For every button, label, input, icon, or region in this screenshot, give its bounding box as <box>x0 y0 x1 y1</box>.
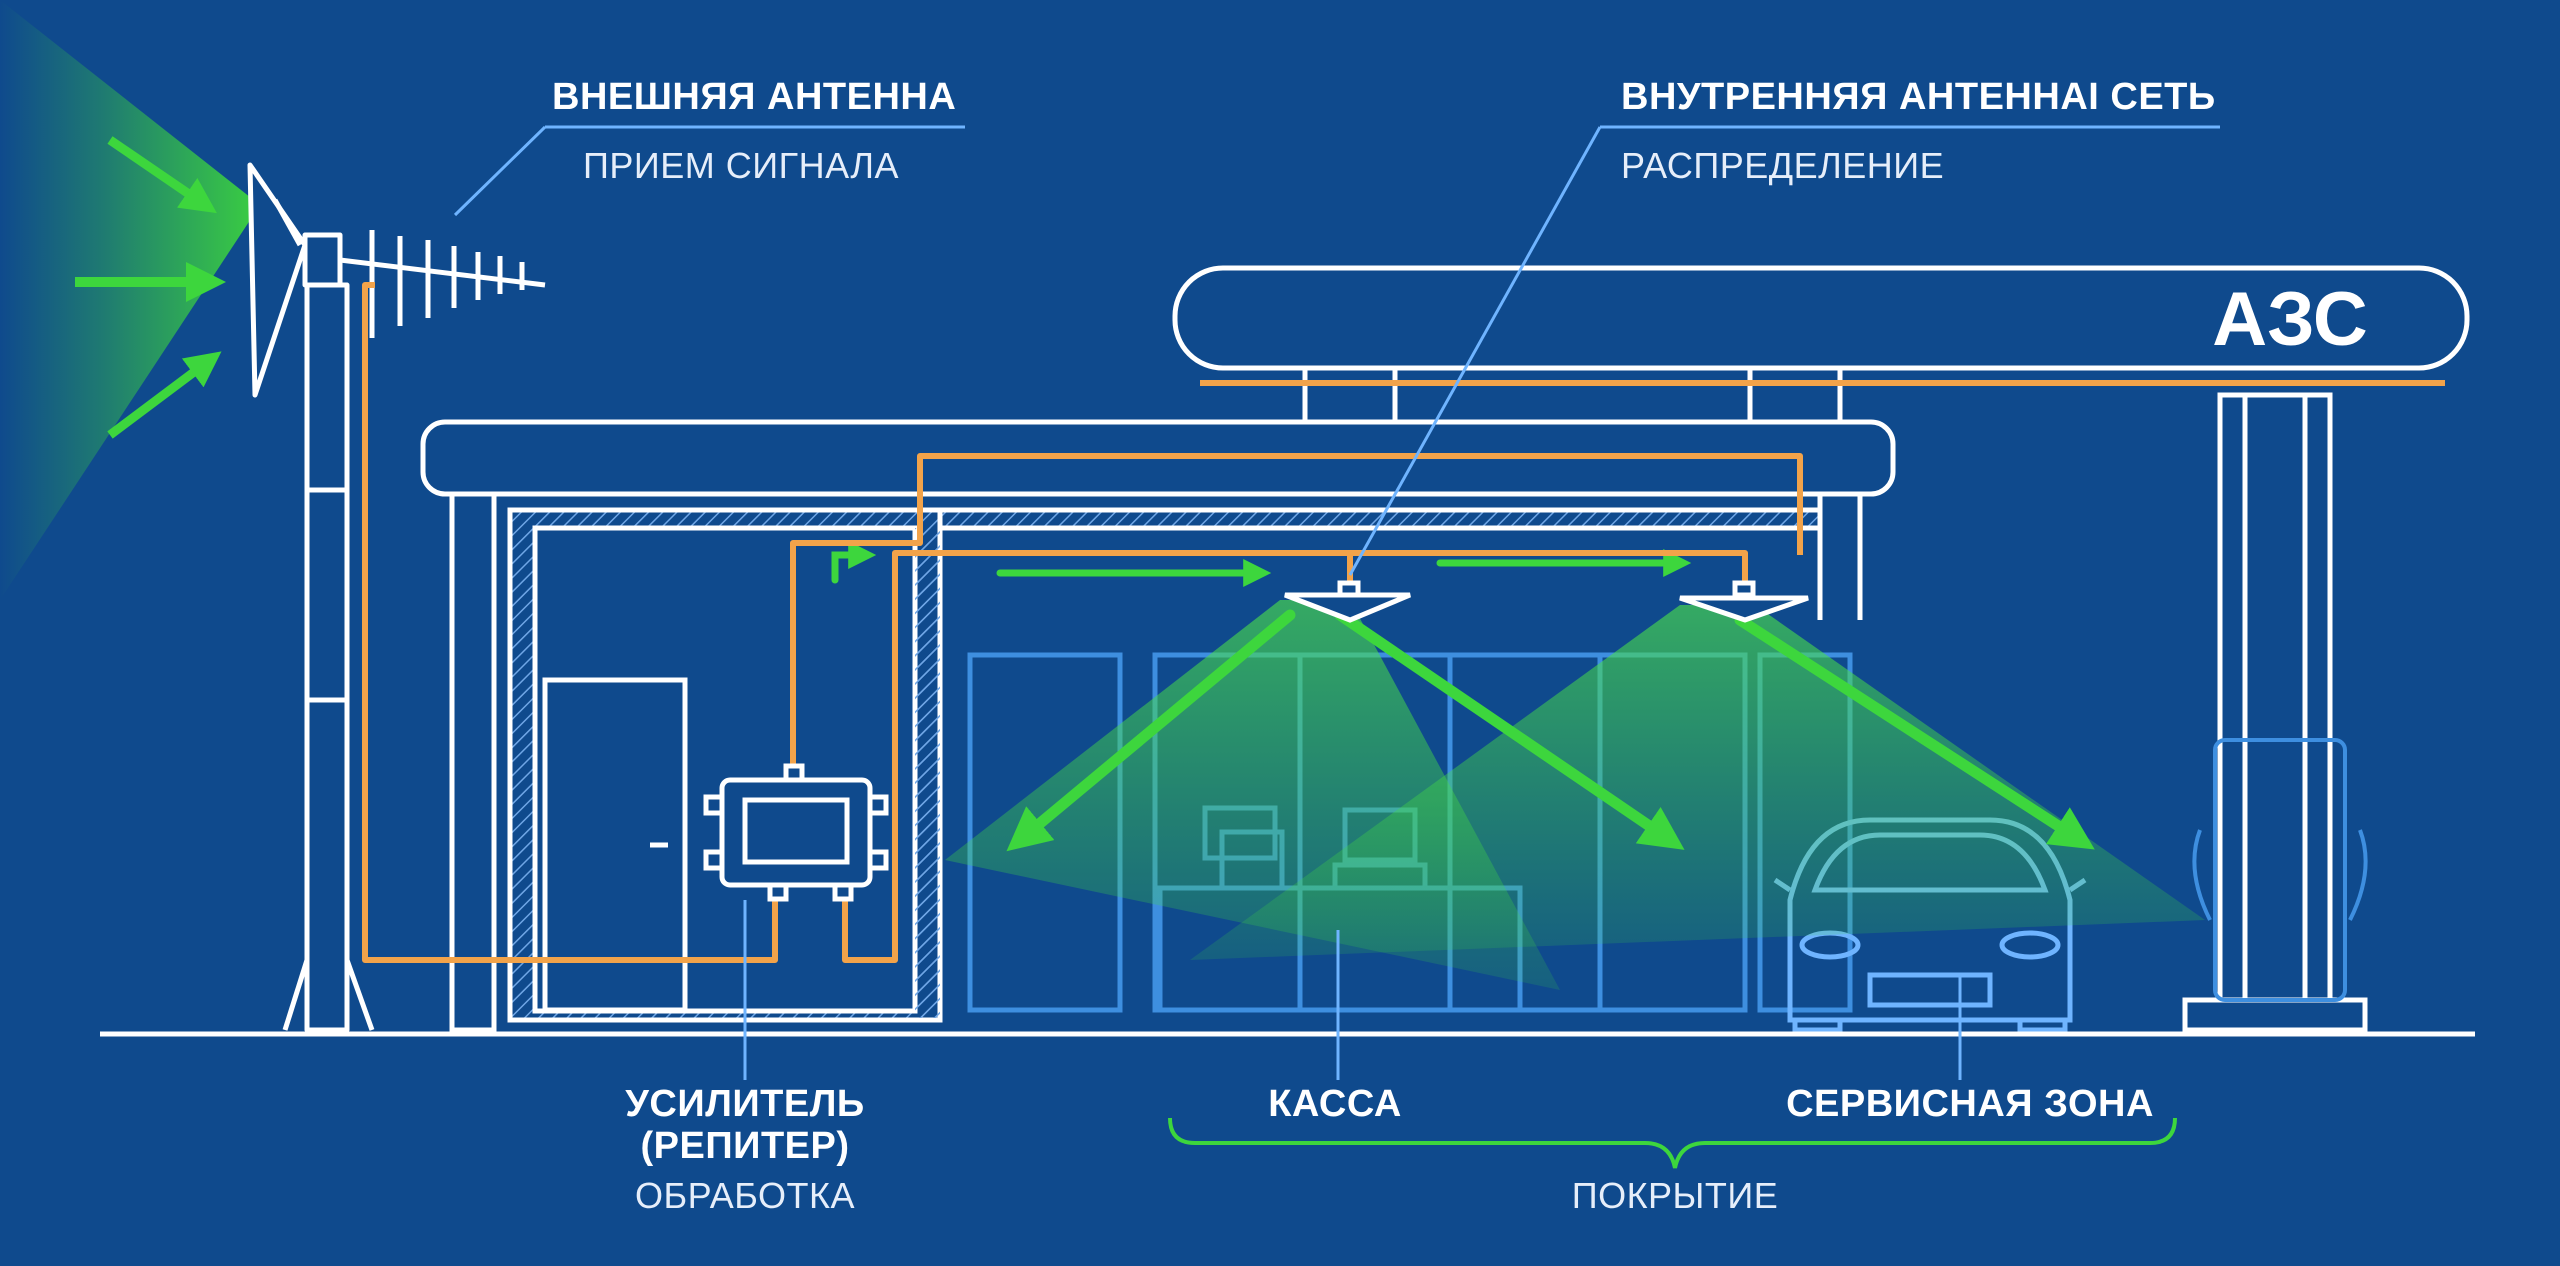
amplifier-title-line2: (РЕПИТЕР) <box>640 1125 850 1167</box>
external-antenna-subtitle: ПРИЕМ СИГНАЛА <box>583 145 900 186</box>
repeater-icon <box>703 763 889 902</box>
ceiling-antenna-icon <box>1284 580 1809 623</box>
cables <box>362 282 1803 963</box>
coverage-subtitle: ПОКРЫТИЕ <box>1571 1175 1779 1216</box>
external-antenna-title: ВНЕШНЯЯ АНТЕННА <box>552 76 957 118</box>
amplifier-title-line1: УСИЛИТЕЛЬ <box>625 1083 865 1125</box>
amplifier-subtitle: ОБРАБОТКА <box>635 1175 855 1216</box>
coverage-bracket <box>1168 1117 2177 1169</box>
cashier-title: КАССА <box>1268 1083 1402 1125</box>
service-zone-title: СЕРВИСНАЯ ЗОНА <box>1786 1083 2154 1125</box>
building <box>449 491 1863 1033</box>
internal-network-title: ВНУТРЕННЯЯ АНТЕННАI СЕТЬ <box>1621 76 2216 118</box>
leader-lines <box>453 125 2220 1080</box>
canopy-sign: АЗС <box>2212 277 2368 362</box>
internal-network-subtitle: РАСПРЕДЕЛЕНИЕ <box>1621 145 1945 186</box>
signal-arrows <box>831 541 2095 852</box>
signal-arrow-top <box>107 136 217 214</box>
canopy <box>1172 265 2470 1033</box>
coverage-cones <box>945 600 2205 990</box>
incoming-signal-beam <box>0 0 260 600</box>
external-antenna-icon <box>247 162 546 1033</box>
fuel-pump-icon <box>2192 738 2368 1002</box>
signal-arrow-bottom <box>107 351 222 439</box>
